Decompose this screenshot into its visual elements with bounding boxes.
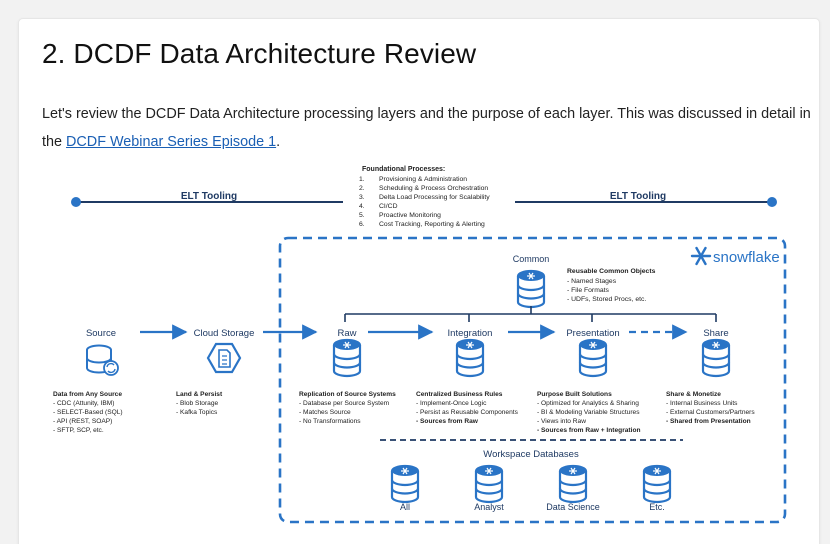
common-item: - Named Stages <box>567 278 617 285</box>
raw-label: Raw <box>337 328 356 339</box>
source-label: Source <box>86 328 116 339</box>
share-label: Share <box>703 328 728 339</box>
presentation-item: - Optimized for Analytics & Sharing <box>537 400 639 407</box>
source-item: - SFTP, SCP, etc. <box>53 427 104 434</box>
snowflake-wordmark: snowflake <box>713 249 780 266</box>
source-item: - CDC (Attunity, IBM) <box>53 400 114 407</box>
elt-left-label: ELT Tooling <box>181 191 237 202</box>
share-bold-item: - Shared from Presentation <box>666 418 751 425</box>
cloud-title: Land & Persist <box>176 391 223 398</box>
source-title: Data from Any Source <box>53 391 122 398</box>
foundational-num: 3. <box>359 194 365 201</box>
common-title: Reusable Common Objects <box>567 268 656 275</box>
workspace-db-icon <box>560 466 586 502</box>
raw-item: - Matches Source <box>299 409 351 416</box>
common-item: - File Formats <box>567 287 610 294</box>
foundational-item: Delta Load Processing for Scalability <box>379 194 490 201</box>
snowflake-logo: snowflake <box>690 246 780 266</box>
workspace-title: Workspace Databases <box>483 449 579 460</box>
elt-left-dot <box>71 197 81 207</box>
integration-db-icon <box>457 340 483 376</box>
common-item: - UDFs, Stored Procs, etc. <box>567 296 646 303</box>
elt-right-dot <box>767 197 777 207</box>
presentation-label: Presentation <box>566 328 619 339</box>
elt-right-label: ELT Tooling <box>610 191 666 202</box>
intro-text: Let's review the DCDF Data Architecture … <box>42 106 811 150</box>
presentation-item: - BI & Modeling Variable Structures <box>537 409 640 416</box>
foundational-item: Scheduling & Process Orchestration <box>379 185 488 192</box>
webinar-link[interactable]: DCDF Webinar Series Episode 1 <box>66 134 277 150</box>
source-item: - API (REST, SOAP) <box>53 418 112 425</box>
foundational-title: Foundational Processes: <box>362 166 445 173</box>
share-item: - Internal Business Units <box>666 400 738 407</box>
workspace-db-icon <box>476 466 502 502</box>
presentation-bold-item: - Sources from Raw + Integration <box>537 427 641 434</box>
common-db-icon <box>518 271 544 307</box>
share-item: - External Customers/Partners <box>666 409 755 416</box>
workspace-db-icon <box>644 466 670 502</box>
source-db-icon <box>86 344 119 376</box>
integration-item: - Implement-Once Logic <box>416 400 487 407</box>
workspace-db-label: Analyst <box>474 502 504 512</box>
cloud-storage-label: Cloud Storage <box>194 328 255 339</box>
cloud-item: - Kafka Topics <box>176 409 218 416</box>
intro-paragraph: Let's review the DCDF Data Architecture … <box>42 100 817 156</box>
integration-bold-item: - Sources from Raw <box>416 418 479 425</box>
raw-item: - Database per Source System <box>299 400 390 407</box>
cloud-storage-icon <box>206 342 242 374</box>
presentation-title: Purpose Built Solutions <box>537 391 612 398</box>
content-card <box>18 18 820 544</box>
share-db-icon <box>703 340 729 376</box>
page-title: 2. DCDF Data Architecture Review <box>42 38 477 69</box>
share-title: Share & Monetize <box>666 391 721 398</box>
workspace-db-label: Data Science <box>546 502 600 512</box>
foundational-processes: Foundational Processes: 1. Provisioning … <box>359 166 490 228</box>
workspace-db-icon <box>392 466 418 502</box>
foundational-num: 6. <box>359 221 365 228</box>
presentation-item: - Views into Raw <box>537 418 586 425</box>
common-bracket <box>344 306 717 322</box>
foundational-item: Provisioning & Administration <box>379 176 467 183</box>
common-label: Common <box>513 254 550 264</box>
workspace-db-label: All <box>400 502 410 512</box>
presentation-db-icon <box>580 340 606 376</box>
raw-db-icon <box>334 340 360 376</box>
foundational-item: CI/CD <box>379 203 398 210</box>
raw-item: - No Transformations <box>299 418 361 425</box>
foundational-item: Cost Tracking, Reporting & Alerting <box>379 221 485 228</box>
integration-title: Centralized Business Rules <box>416 391 503 398</box>
snowflake-boundary <box>278 236 787 524</box>
integration-item: - Persist as Reusable Components <box>416 409 519 416</box>
integration-label: Integration <box>448 328 493 339</box>
raw-title: Replication of Source Systems <box>299 391 396 398</box>
cloud-item: - Blob Storage <box>176 400 218 407</box>
intro-end: . <box>276 134 281 150</box>
foundational-num: 4. <box>359 203 365 210</box>
foundational-num: 2. <box>359 185 365 192</box>
foundational-item: Proactive Monitoring <box>379 212 441 219</box>
foundational-num: 1. <box>359 176 365 183</box>
workspace-db-label: Etc. <box>649 502 665 512</box>
snowflake-icon <box>690 246 712 266</box>
foundational-num: 5. <box>359 212 365 219</box>
source-item: - SELECT-Based (SQL) <box>53 409 123 416</box>
